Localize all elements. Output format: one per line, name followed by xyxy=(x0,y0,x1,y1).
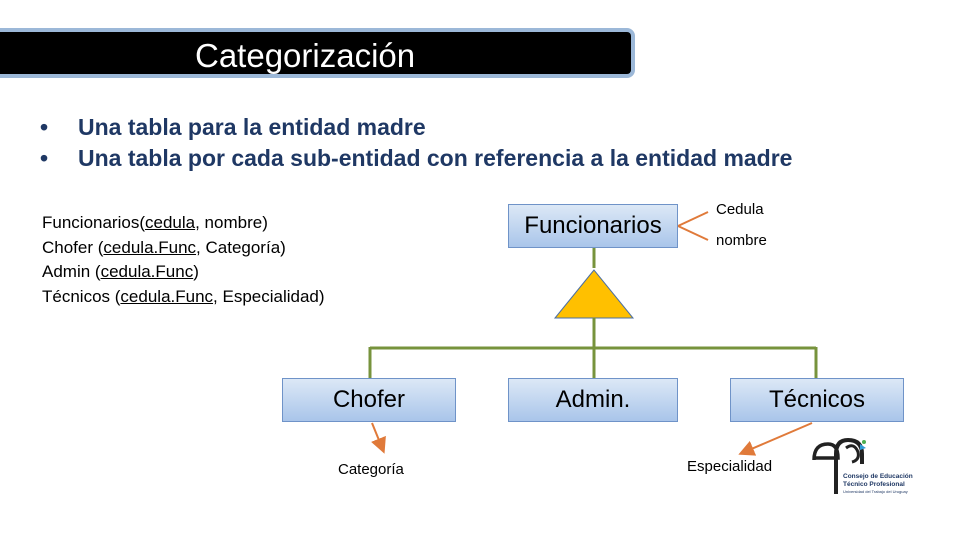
logo-caption: Consejo de Educación Técnico Profesional… xyxy=(843,473,913,494)
attribute-categoria: Categoría xyxy=(338,461,404,478)
attribute-nombre: nombre xyxy=(716,232,767,249)
cedula-arrow xyxy=(677,211,709,227)
bullet-item: •Una tabla por cada sub-entidad con refe… xyxy=(40,143,792,174)
entity-tecnicos: Técnicos xyxy=(730,378,904,422)
especialidad-arrow xyxy=(738,422,813,456)
relation-tecnicos: Técnicos (cedula.Func, Especialidad) xyxy=(42,286,325,306)
attribute-cedula: Cedula xyxy=(716,201,764,218)
bullet-list: •Una tabla para la entidad madre •Una ta… xyxy=(40,112,792,174)
entity-chofer: Chofer xyxy=(282,378,456,422)
slide-title: Categorización xyxy=(195,37,416,74)
entity-funcionarios: Funcionarios xyxy=(508,204,678,248)
bullet-dot-icon: • xyxy=(40,145,49,171)
relation-schema-list: Funcionarios(cedula, nombre) Chofer (ced… xyxy=(42,211,325,309)
relation-chofer: Chofer (cedula.Func, Categoría) xyxy=(42,237,286,257)
bullet-dot-icon: • xyxy=(40,114,49,140)
categoria-arrow xyxy=(371,422,386,454)
relation-funcionarios: Funcionarios(cedula, nombre) xyxy=(42,213,268,232)
bullet-item: •Una tabla para la entidad madre xyxy=(40,112,792,143)
cetp-logo xyxy=(812,437,866,494)
title-bar xyxy=(0,28,635,78)
isa-triangle xyxy=(553,269,635,319)
nombre-arrow xyxy=(677,225,709,241)
entity-admin: Admin. xyxy=(508,378,678,422)
attribute-especialidad: Especialidad xyxy=(687,458,773,475)
relation-admin: Admin (cedula.Func) xyxy=(42,262,199,281)
